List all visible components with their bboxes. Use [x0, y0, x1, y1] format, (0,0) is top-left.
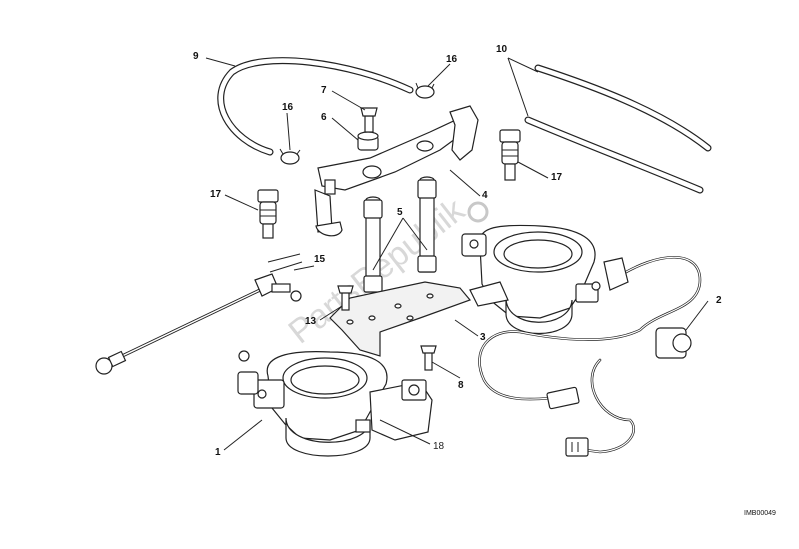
callout-17-right: 17	[551, 172, 563, 183]
screw-13[interactable]	[337, 285, 354, 311]
callout-17-left: 17	[210, 189, 222, 200]
plate-3[interactable]	[329, 281, 472, 357]
callout-8: 8	[458, 380, 464, 391]
callout-3: 3	[480, 332, 486, 343]
throttle-cable-15[interactable]	[95, 253, 303, 375]
spacer-tube-5-right[interactable]	[417, 176, 437, 273]
leader-lines	[205, 57, 709, 451]
hose-9[interactable]	[217, 57, 414, 156]
callout-18: 18	[433, 441, 445, 452]
callout-9: 9	[193, 51, 199, 62]
screw-7[interactable]	[360, 107, 378, 133]
callout-13: 13	[305, 316, 317, 327]
wiring-harness-2[interactable]	[478, 255, 702, 457]
throttle-body-rear[interactable]	[461, 224, 601, 334]
bracket-4[interactable]	[314, 105, 479, 237]
callout-15: 15	[314, 254, 326, 265]
hose-10-lower[interactable]	[524, 116, 704, 194]
callout-4: 4	[482, 190, 488, 201]
callout-labels: 9 10 16 16 7 6 17 17 4 5 15 13 3 2 8 1 1…	[193, 44, 776, 517]
spacer-tube-5-left[interactable]	[363, 196, 383, 293]
hose-clamp-16-left[interactable]	[279, 148, 301, 165]
watermark-gear-icon	[467, 201, 489, 223]
screw-8[interactable]	[420, 345, 437, 371]
hose-clamp-16-right[interactable]	[415, 82, 435, 99]
throttle-body-1[interactable]	[237, 350, 433, 457]
callout-1: 1	[215, 447, 221, 458]
reference-code: IMB00049	[744, 510, 776, 517]
injector-17-left[interactable]	[257, 189, 279, 239]
injector-17-right[interactable]	[499, 129, 521, 181]
callout-16-left: 16	[282, 102, 294, 113]
callout-2: 2	[716, 295, 722, 306]
callout-16-right: 16	[446, 54, 458, 65]
spacer-6[interactable]	[357, 131, 379, 151]
callout-10: 10	[496, 44, 508, 55]
hose-10-upper[interactable]	[534, 64, 712, 152]
callout-5: 5	[397, 207, 403, 218]
callout-6: 6	[321, 112, 327, 123]
callout-7: 7	[321, 85, 327, 96]
